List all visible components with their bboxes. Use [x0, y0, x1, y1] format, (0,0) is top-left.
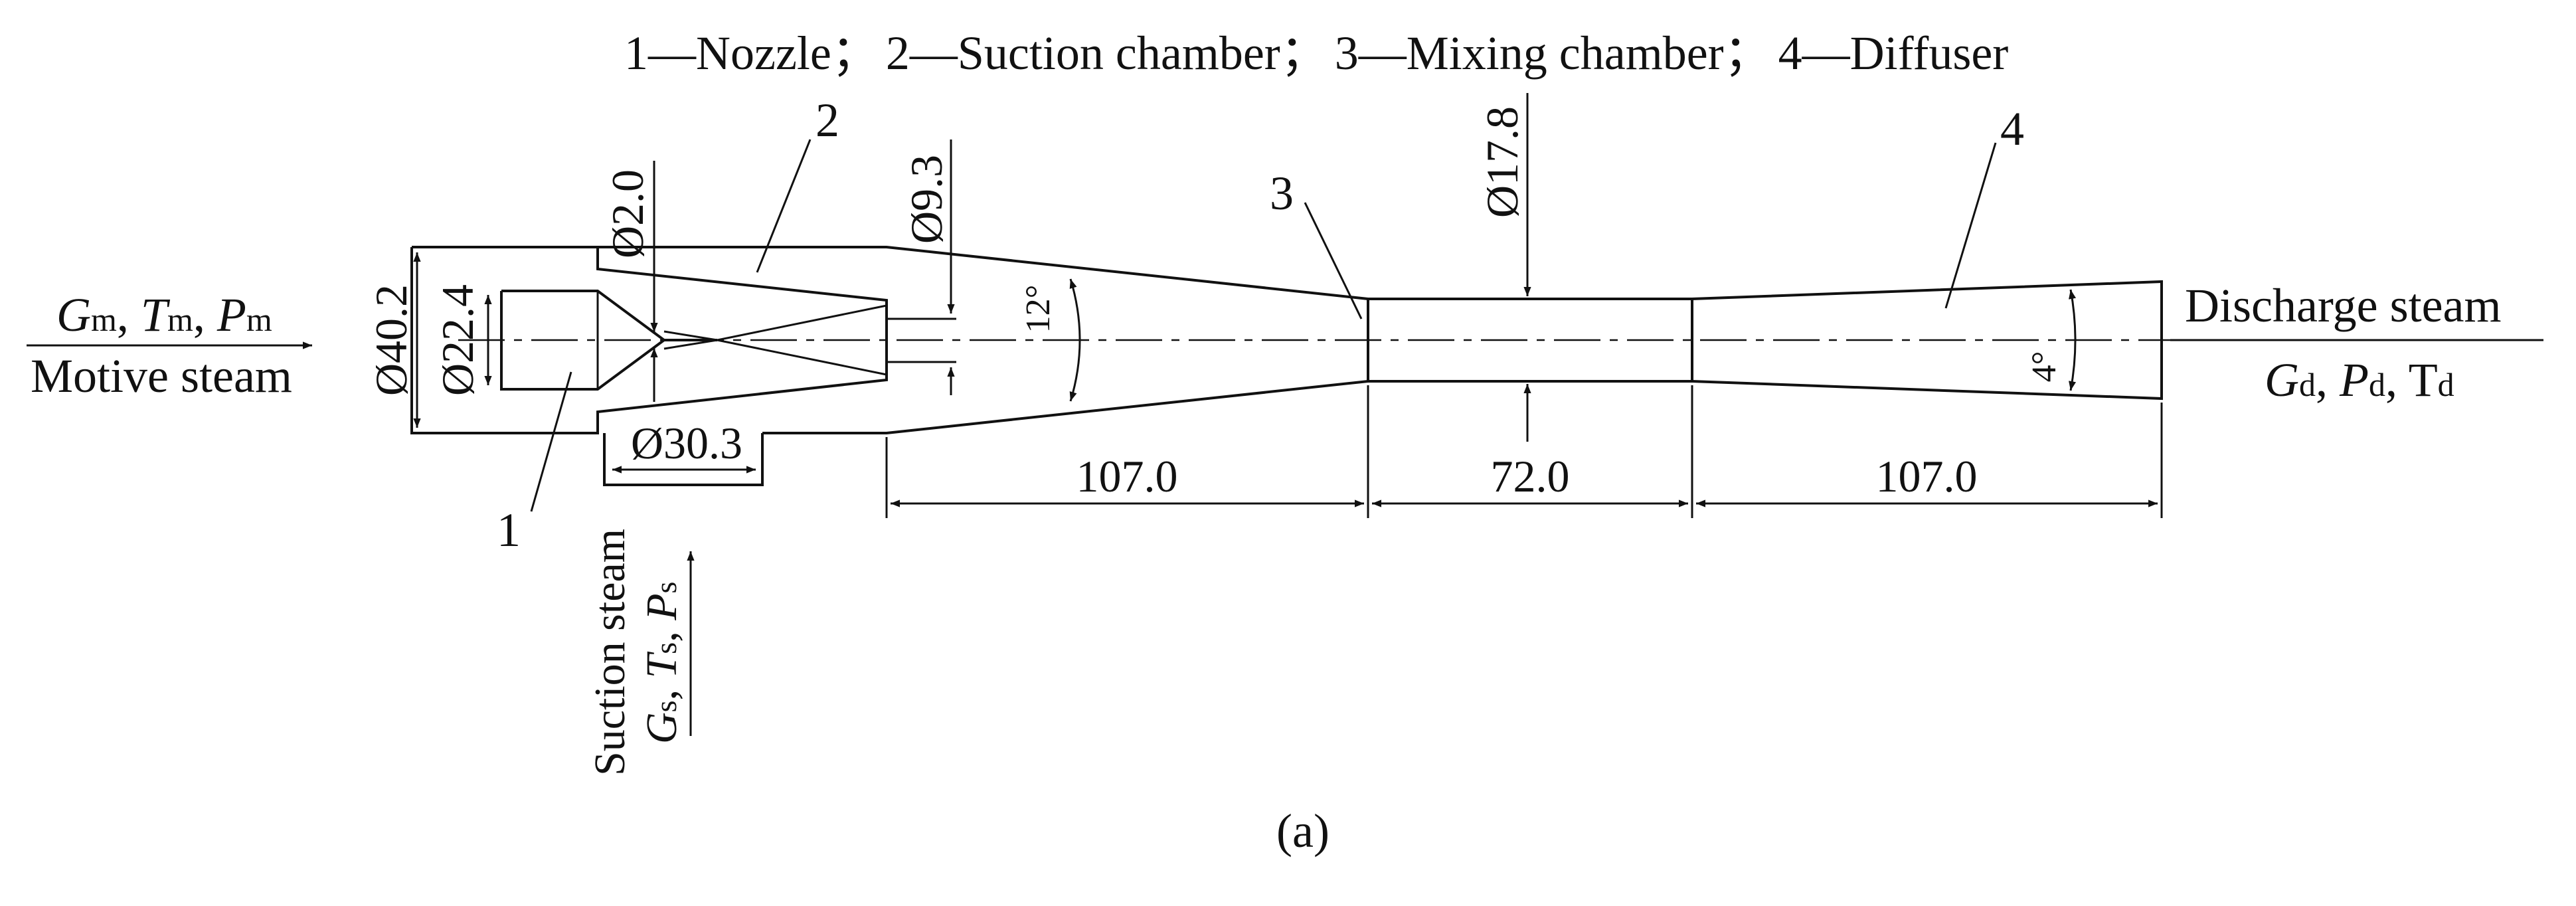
dim-throat-label: Ø2.0 — [602, 169, 653, 258]
figure-caption: (a) — [1276, 804, 1330, 858]
legend-suction-chamber: Suction chamber — [958, 27, 1280, 80]
discharge-label: Discharge steam — [2185, 279, 2502, 332]
dim-outer-inlet-label: Ø40.2 — [366, 284, 416, 396]
dim-nozzle-inlet: Ø22.4 — [432, 284, 492, 396]
suction-steam: Suction steam Gs, Ts, Ps — [586, 529, 695, 776]
mixing-chamber — [1367, 298, 1693, 383]
legend: 1—Nozzle；2—Suction chamber；3—Mixing cham… — [624, 27, 2008, 80]
motive-label: Motive steam — [31, 349, 292, 403]
suction-chamber — [410, 246, 956, 486]
legend-dash-2: — — [909, 27, 958, 80]
suction-params: Gs, Ts, Ps — [638, 582, 686, 744]
legend-dash-4: — — [1802, 27, 1851, 80]
motive-steam: Gm, Tm, Pm Motive steam — [27, 288, 312, 403]
dim-len-converging-label: 107.0 — [1076, 451, 1178, 501]
dim-angle-converging-label: 12° — [1019, 285, 1057, 333]
dim-outer-inlet: Ø40.2 — [366, 252, 421, 428]
legend-dash-1: — — [647, 27, 697, 80]
legend-mixing-chamber: Mixing chamber — [1407, 27, 1724, 80]
legend-nozzle: Nozzle — [696, 27, 831, 80]
dim-angle-diffuser-label: 4° — [2025, 351, 2063, 383]
legend-num-4: 4 — [1778, 27, 1802, 80]
dim-suction-label: Ø30.3 — [631, 418, 742, 468]
dim-nozzle-inlet-label: Ø22.4 — [432, 284, 483, 396]
discharge-steam: Discharge steam Gd, Pd, Td — [2170, 279, 2543, 407]
dim-nozzle-exit: Ø9.3 — [901, 139, 955, 395]
converging-section — [598, 246, 1369, 434]
dim-len-mixing-label: 72.0 — [1491, 451, 1570, 501]
callout-1: 1 — [497, 503, 521, 557]
dim-lengths: 107.0 72.0 107.0 — [885, 385, 2163, 518]
legend-sep-3: ； — [1724, 27, 1772, 80]
legend-dash-3: — — [1358, 27, 1407, 80]
discharge-params: Gd, Pd, Td — [2265, 353, 2454, 407]
legend-num-2: 2 — [886, 27, 910, 80]
legend-sep-1: ； — [831, 27, 879, 80]
dim-nozzle-exit-label: Ø9.3 — [901, 155, 952, 244]
legend-num-3: 3 — [1335, 27, 1359, 80]
suction-label: Suction steam — [586, 529, 634, 776]
dim-angle-diffuser: 4° — [2025, 289, 2077, 391]
legend-diffuser: Diffuser — [1850, 27, 2009, 80]
dim-angle-converging: 12° — [1019, 278, 1081, 402]
diffuser — [1691, 280, 2163, 401]
legend-sep-2: ； — [1280, 27, 1328, 80]
callout-2: 2 — [816, 94, 839, 147]
legend-num-1: 1 — [624, 27, 648, 80]
dim-suction: Ø30.3 — [612, 418, 756, 474]
motive-params: Gm, Tm, Pm — [56, 288, 272, 341]
dim-throat: Ø2.0 — [602, 161, 658, 402]
callout-4: 4 — [2000, 102, 2024, 155]
dim-mixing-label: Ø17.8 — [1477, 106, 1527, 218]
callouts: 1 2 3 4 — [497, 94, 2024, 557]
dim-len-diffuser-label: 107.0 — [1876, 451, 1978, 501]
dim-mixing: Ø17.8 — [1477, 93, 1531, 442]
callout-3: 3 — [1270, 167, 1294, 220]
